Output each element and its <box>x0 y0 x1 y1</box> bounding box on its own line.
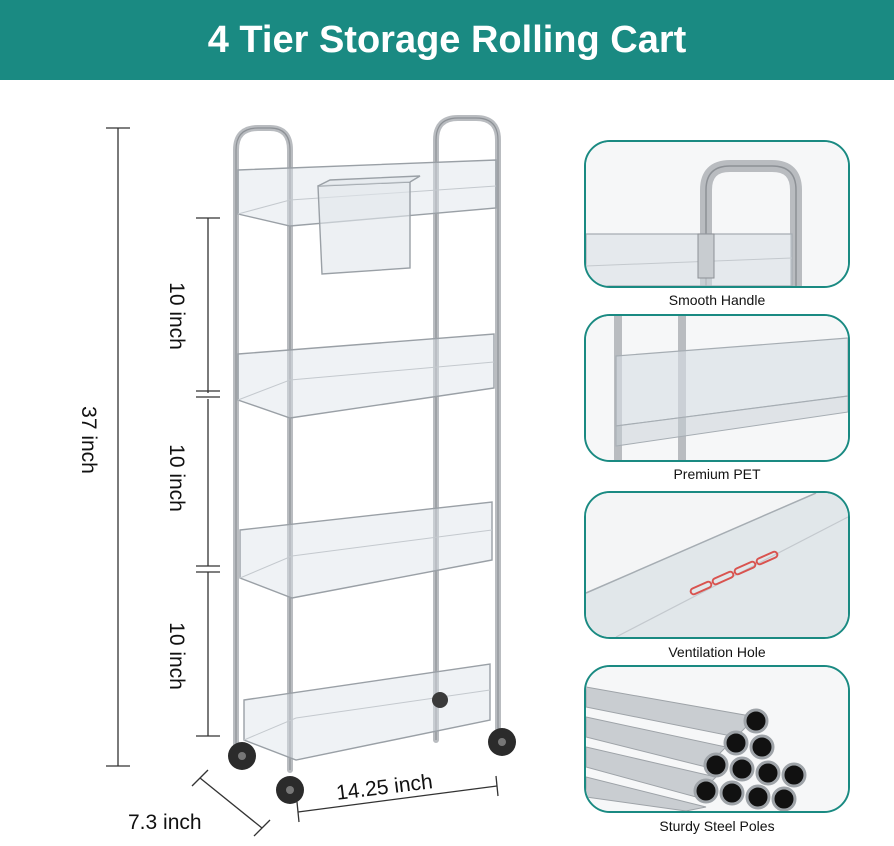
header-banner <box>0 0 894 80</box>
height-label: 37 inch <box>77 406 100 474</box>
depth-dimension-line <box>191 769 271 837</box>
feature-caption-handle: Smooth Handle <box>668 292 766 308</box>
tier-dimension-lines <box>196 217 220 737</box>
page-title: 4 Tier Storage Rolling Cart <box>207 19 687 61</box>
depth-label: 7.3 inch <box>128 811 202 834</box>
handle-detail-image <box>586 142 848 286</box>
tier-gap-label-1: 10 inch <box>165 282 188 350</box>
pet-detail-image <box>586 316 848 460</box>
cart-illustration <box>106 115 516 837</box>
height-dimension-line <box>106 127 130 767</box>
tier-gap-label-2: 10 inch <box>165 444 188 512</box>
feature-panel-handle <box>584 140 850 288</box>
tier-gap-label-3: 10 inch <box>165 622 188 690</box>
cart-shelves <box>237 159 497 761</box>
feature-caption-poles: Sturdy Steel Poles <box>659 818 775 834</box>
feature-panel-poles <box>584 665 850 813</box>
feature-caption-pet: Premium PET <box>673 466 761 482</box>
feature-panel-pet <box>584 314 850 462</box>
vent-detail-image <box>586 493 848 637</box>
width-dimension-line <box>296 775 499 823</box>
hanging-cup <box>317 175 421 275</box>
feature-panel-vent <box>584 491 850 639</box>
vent-holes <box>689 550 779 596</box>
feature-caption-vent: Ventilation Hole <box>668 644 766 660</box>
poles-detail-image <box>586 667 848 811</box>
